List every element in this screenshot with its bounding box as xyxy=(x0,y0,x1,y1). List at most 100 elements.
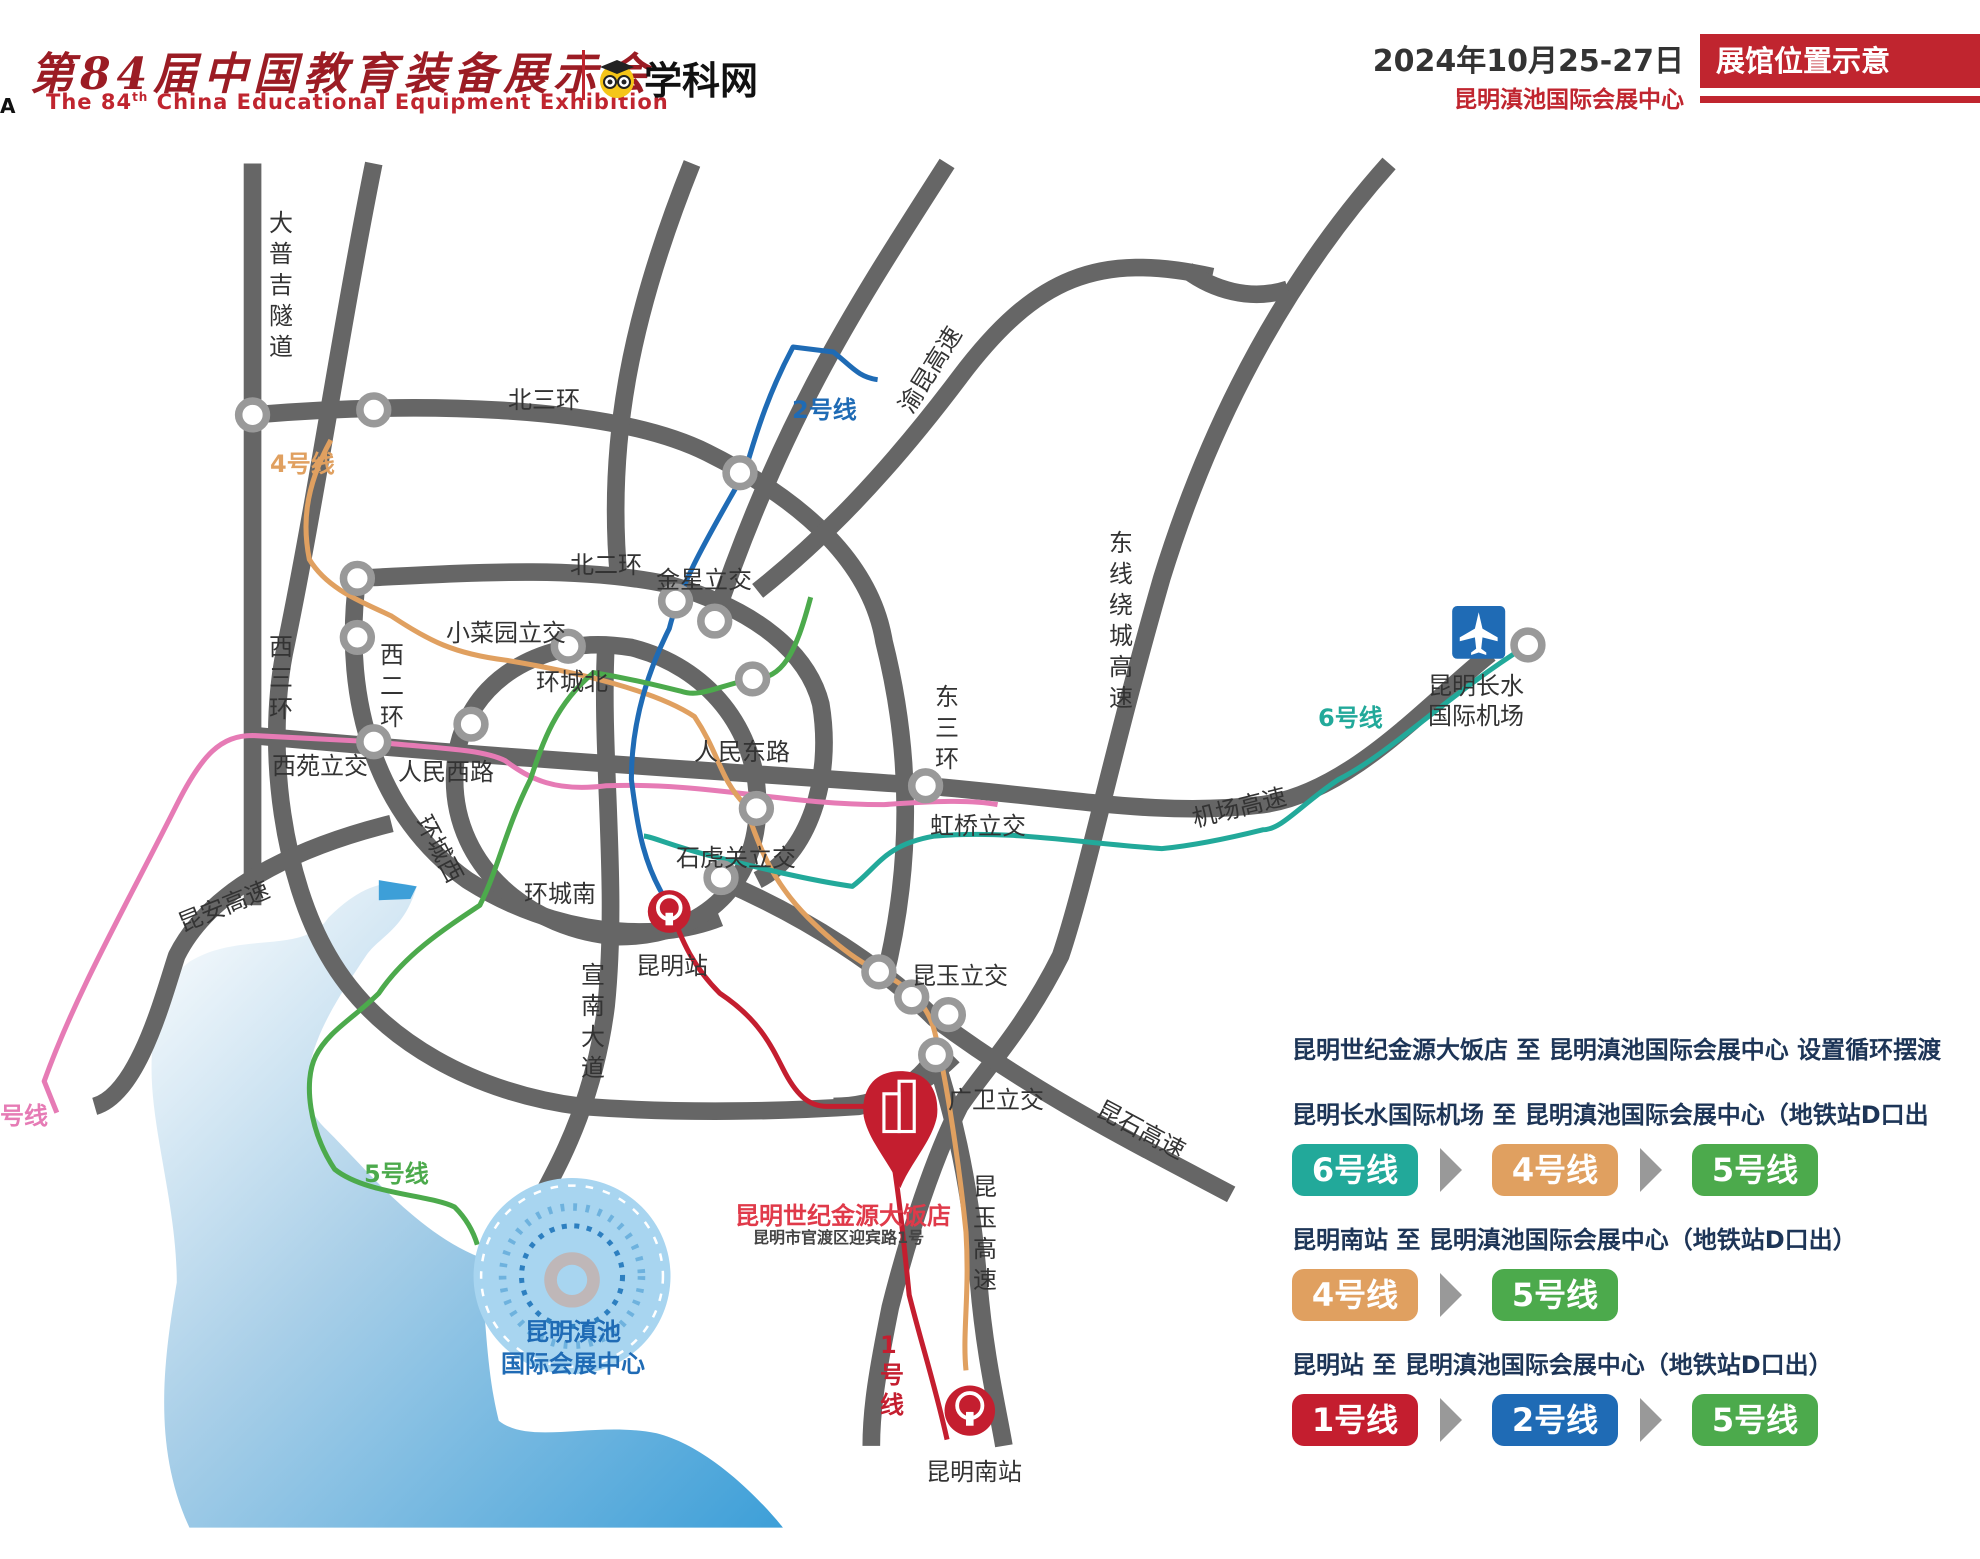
interchange-kunyu-2 xyxy=(894,979,930,1015)
logo-text: 学科网 xyxy=(644,59,759,103)
arrow-right-icon xyxy=(1440,1148,1462,1192)
venue-label: 昆明滇池 国际会展中心 xyxy=(486,1316,660,1380)
venue-label-2: 国际会展中心 xyxy=(501,1350,645,1378)
label-kunming-station: 昆明站 xyxy=(636,952,708,980)
interchange-airport xyxy=(1510,627,1546,663)
venue-icon xyxy=(473,1178,671,1375)
subtitle-pre: The 84 xyxy=(46,90,133,114)
owl-logo-icon xyxy=(600,59,634,98)
route-title-shuttle: 昆明世纪金源大饭店 至 昆明滇池国际会展中心 设置循环摆渡 xyxy=(1292,1036,1942,1064)
label-beisanhuan: 北三环 xyxy=(508,386,580,414)
metro-line6 xyxy=(643,642,1530,889)
road-kunan xyxy=(91,814,394,1115)
label-dongxian: 东线绕城高速 xyxy=(1109,529,1133,712)
label-hongqiao: 虹桥立交 xyxy=(930,812,1026,840)
chip-line5: 5号线 xyxy=(1692,1394,1818,1446)
interchange-shihuguan-1 xyxy=(738,790,775,827)
label-xuannan: 宣南大道 xyxy=(581,961,605,1082)
road-dongxian-inner xyxy=(752,258,1215,598)
interchange-beierhuan-west xyxy=(339,560,376,596)
arrow-right-icon xyxy=(1640,1398,1662,1442)
label-line4: 4号线 xyxy=(270,450,335,478)
interchange-jinxing-1 xyxy=(657,583,694,619)
subtitle-sup: th xyxy=(132,90,149,104)
map-title-badge: 展馆位置示意 xyxy=(1700,34,1980,88)
label-kunmingnan-station: 昆明南站 xyxy=(926,1458,1022,1486)
hotel-address: 昆明市官渡区迎宾路1号 xyxy=(753,1228,925,1247)
route-title-station: 昆明站 至 昆明滇池国际会展中心（地铁站D口出） xyxy=(1292,1351,1833,1379)
interchange-dapuji xyxy=(234,397,271,433)
railway-icon-kunming xyxy=(647,890,691,933)
label-xierhuan: 西二环 xyxy=(380,641,404,731)
chip-line2: 2号线 xyxy=(1492,1394,1618,1446)
dianchi-lake xyxy=(151,883,783,1528)
metro-line5 xyxy=(306,596,814,1246)
label-xiaocaiyuan: 小菜园立交 xyxy=(446,619,566,647)
road-xuannan xyxy=(535,640,620,1199)
interchange-renminxi xyxy=(453,706,489,742)
chip-line6: 6号线 xyxy=(1292,1144,1418,1196)
venue-label-1: 昆明滇池 xyxy=(525,1318,621,1346)
route-chips-airport: 6号线 4号线 5号线 xyxy=(1292,1144,1980,1196)
exhibition-date: 2024年10月25-27日 xyxy=(1372,44,1684,79)
arrow-right-icon xyxy=(1440,1398,1462,1442)
header-divider xyxy=(582,50,585,100)
hotel-name: 昆明世纪金源大饭店 xyxy=(735,1202,951,1230)
route-chips-station: 1号线 2号线 5号线 xyxy=(1292,1394,1980,1446)
exhibition-venue: 昆明滇池国际会展中心 xyxy=(1454,87,1684,113)
label-renminxilu: 人民西路 xyxy=(398,758,494,786)
chip-line4: 4号线 xyxy=(1292,1269,1418,1321)
chip-line1: 1号线 xyxy=(1292,1394,1418,1446)
interchange-kunyu-3 xyxy=(930,997,967,1033)
arrow-right-icon xyxy=(1440,1273,1462,1317)
label-line1: 1号线 xyxy=(880,1331,904,1419)
exhibition-title: 第84届中国教育装备展示会 xyxy=(30,49,654,100)
interchange-xiyuan xyxy=(356,724,392,760)
chip-line5: 5号线 xyxy=(1492,1269,1618,1321)
label-line3-partial: 号线 xyxy=(0,1102,48,1130)
road-north-curve xyxy=(1181,263,1291,304)
route-title-airport: 昆明长水国际机场 至 昆明滇池国际会展中心（地铁站D口出 xyxy=(1292,1101,1929,1129)
interchange-hongqiao xyxy=(907,768,944,804)
interchange-beisanhuan-east xyxy=(722,455,758,491)
interchange-beisanhuan-west xyxy=(356,392,392,428)
label-kunyu-gaosu: 昆玉高速 xyxy=(973,1173,997,1294)
road-yukun xyxy=(705,158,955,626)
road-jinxing-north xyxy=(606,160,701,580)
label-guangwei: 广卫立交 xyxy=(948,1086,1044,1114)
label-huanchengnan: 环城南 xyxy=(524,880,596,908)
route-chips-south-station: 4号线 5号线 xyxy=(1292,1269,1980,1321)
arrow-right-icon xyxy=(1640,1148,1662,1192)
label-line6: 6号线 xyxy=(1318,704,1383,732)
metro-line1 xyxy=(666,904,950,1441)
label-xisanhuan: 西三环 xyxy=(269,633,293,723)
metro-line2 xyxy=(628,344,879,907)
interchange-shihuguan-2 xyxy=(703,859,739,896)
left-edge-letter: A xyxy=(0,94,16,118)
route-guide: 昆明世纪金源大饭店 至 昆明滇池国际会展中心 设置循环摆渡 昆明长水国际机场 至… xyxy=(1292,1030,1980,1470)
interchange-renmindong xyxy=(734,661,771,697)
interchange-xierhuan xyxy=(339,619,376,656)
interchange-jinxing-2 xyxy=(697,603,733,639)
label-shihuguan: 石虎关立交 xyxy=(676,844,796,872)
label-airport-1: 昆明长水 xyxy=(1428,672,1524,700)
label-dongsanhuan: 东三环 xyxy=(935,683,959,773)
xuekewang-logo: 学科网 xyxy=(596,50,758,105)
route-title-south-station: 昆明南站 至 昆明滇池国际会展中心（地铁站D口出） xyxy=(1292,1226,1857,1254)
road-beisanhuan xyxy=(251,399,915,983)
metro-line3 xyxy=(41,732,999,1114)
interchange-kunyu-1 xyxy=(861,954,897,990)
label-beierhuan: 北二环 xyxy=(570,551,642,579)
label-airport-2: 国际机场 xyxy=(1428,702,1524,730)
road-dongxian xyxy=(862,157,1396,1446)
badge-underline xyxy=(1700,96,1980,103)
label-xiyuan: 西苑立交 xyxy=(272,752,368,780)
label-jinxing: 金星立交 xyxy=(656,566,752,594)
label-kunyu-lijiao: 昆玉立交 xyxy=(912,962,1008,990)
plane-icon xyxy=(1459,612,1498,656)
road-beierhuan xyxy=(356,563,833,888)
hotel-pin-icon xyxy=(863,1071,938,1189)
dianchi-inlet xyxy=(378,880,417,901)
interchange-xiaocaiyuan xyxy=(550,628,586,664)
